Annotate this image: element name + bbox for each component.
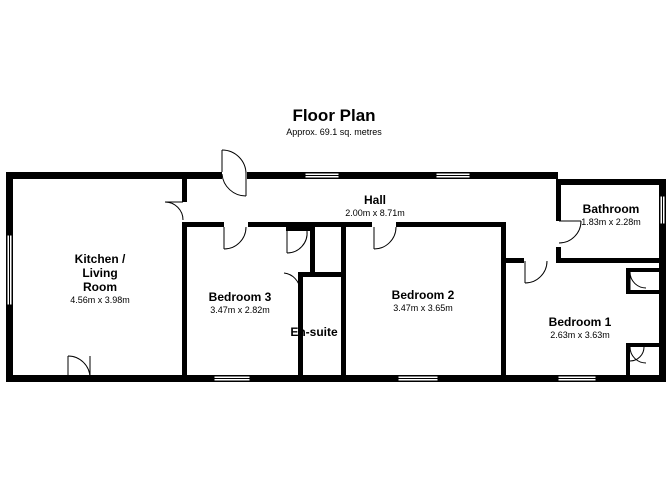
wall-bedroom3-bedroom2: [341, 222, 346, 375]
room-bedroom1-dims: 2.63m x 3.63m: [550, 330, 610, 340]
wall-wardrobe-upper-side: [626, 268, 630, 294]
wall-corridor-bedroom1: [506, 258, 524, 263]
room-kitchen-dims: 4.56m x 3.98m: [70, 295, 130, 305]
room-bathroom-name: Bathroom: [582, 202, 640, 216]
wall-hall-bottom-c: [396, 222, 506, 227]
room-bedroom3-name: Bedroom 3: [208, 290, 272, 304]
room-bedroom1-name: Bedroom 1: [548, 315, 612, 329]
wall-ensuite-top: [300, 272, 346, 277]
wall-wardrobe-top: [626, 268, 659, 272]
wall-wardrobe2-side: [626, 343, 630, 375]
wall-bedroom2-bedroom1: [501, 222, 506, 375]
wall-kitchen-hall: [182, 179, 187, 202]
wall-bathroom-left-lower: [556, 247, 561, 263]
wall-ensuite-left: [298, 272, 303, 375]
wall-bathroom-left: [556, 179, 561, 221]
wall-wardrobe2-top: [626, 343, 659, 347]
room-bedroom2: Bedroom 2 3.47m x 3.65m: [358, 288, 488, 314]
wall-hall-bottom-a: [182, 222, 224, 227]
room-bedroom3-dims: 3.47m x 2.82m: [210, 305, 270, 315]
room-ensuite: En-suite: [284, 325, 344, 339]
room-bedroom3: Bedroom 3 3.47m x 2.82m: [190, 290, 290, 316]
wall-hall-bottom-b: [248, 222, 372, 227]
outer-wall-right: [659, 179, 666, 382]
page-title: Floor Plan: [292, 106, 376, 125]
room-bedroom2-dims: 3.47m x 3.65m: [393, 303, 453, 313]
outer-wall-top-middle: [247, 172, 558, 179]
room-kitchen: Kitchen / Living Room 4.56m x 3.98m: [40, 252, 160, 306]
room-bathroom: Bathroom 1.83m x 2.28m: [566, 202, 656, 228]
room-hall-name: Hall: [363, 193, 386, 207]
room-kitchen-name: Kitchen / Living Room: [74, 252, 126, 294]
wall-wardrobe-mid: [626, 290, 659, 294]
wall-kitchen-bedroom3: [182, 222, 187, 375]
room-hall: Hall 2.00m x 8.71m: [300, 193, 450, 219]
outer-wall-top-left: [6, 172, 222, 179]
outer-wall-bathroom-top: [556, 179, 666, 185]
wall-bathroom-bottom: [561, 258, 666, 263]
outer-wall-bottom: [6, 375, 666, 382]
room-ensuite-name: En-suite: [290, 325, 338, 339]
room-bedroom1: Bedroom 1 2.63m x 3.63m: [530, 315, 630, 341]
wall-cupboard-b3: [310, 227, 315, 272]
room-hall-dims: 2.00m x 8.71m: [345, 208, 405, 218]
wall-cupboard-b3-top: [286, 227, 310, 231]
page-subtitle: Approx. 69.1 sq. metres: [286, 127, 382, 137]
room-bedroom2-name: Bedroom 2: [391, 288, 455, 302]
room-bathroom-dims: 1.83m x 2.28m: [581, 217, 641, 227]
